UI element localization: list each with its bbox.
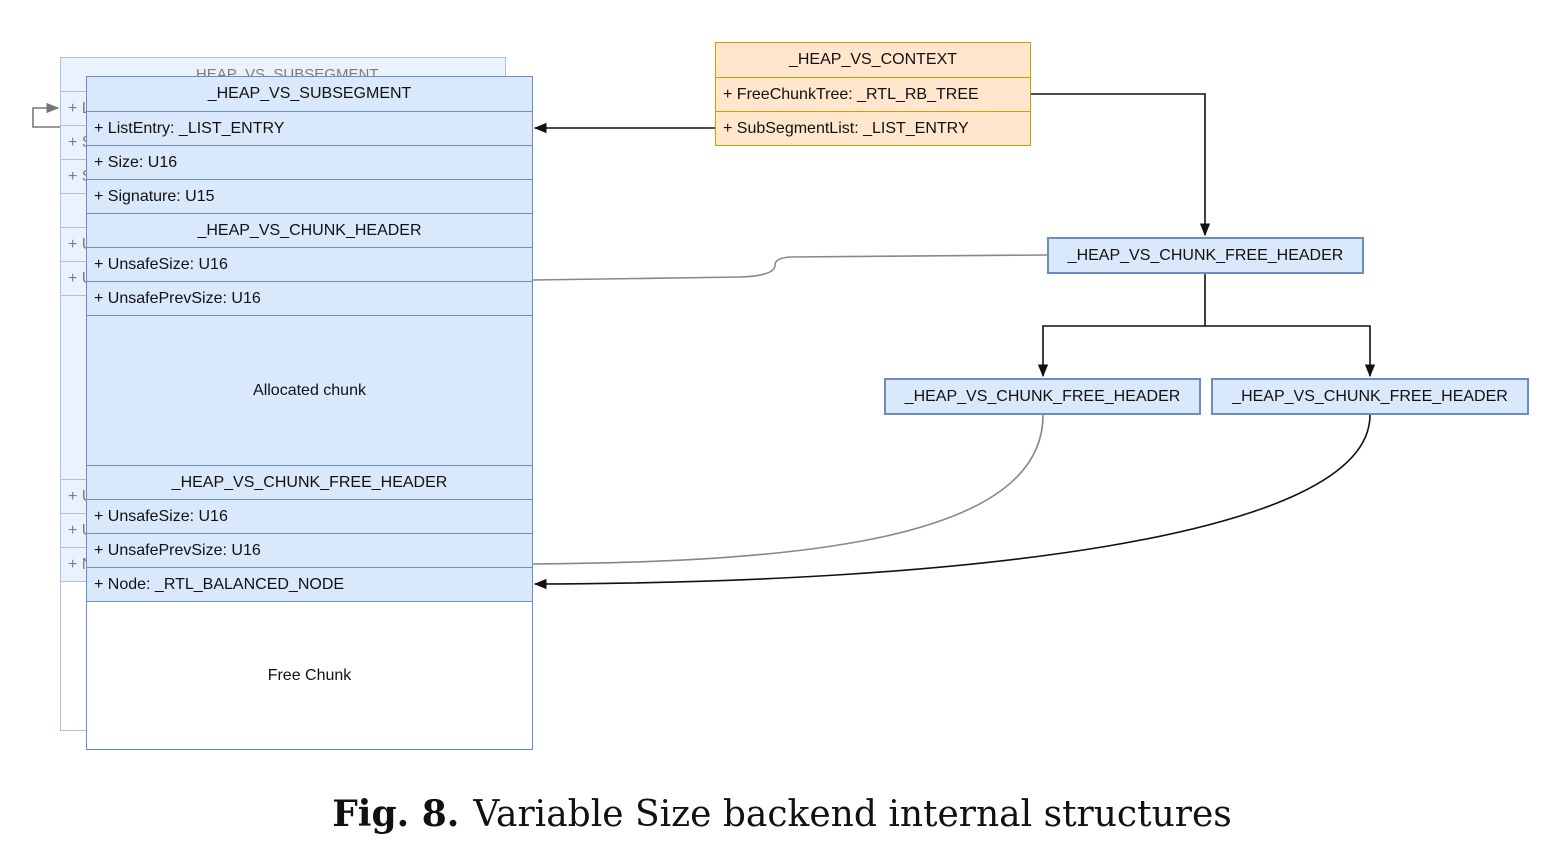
subsegment-field: + Signature: U15 [87,180,532,214]
chunk-header-field: + UnsafePrevSize: U16 [87,282,532,316]
free-chunk: Free Chunk [87,602,532,749]
figure-caption-text: Variable Size backend internal structure… [473,794,1232,835]
free-chunk-tree-edge [1031,93,1211,237]
subsegment: _HEAP_VS_SUBSEGMENT + ListEntry: _LIST_E… [86,76,533,750]
figure-label: Fig. 8. [332,793,460,835]
right-child-edge [533,414,1371,590]
figure-caption: Fig. 8. Variable Size backend internal st… [0,793,1564,835]
tree-left-edge [1037,274,1206,378]
subsegment-field: + ListEntry: _LIST_ENTRY [87,112,532,146]
free-header-field: + UnsafeSize: U16 [87,500,532,534]
context-field: + FreeChunkTree: _RTL_RB_TREE [716,78,1030,112]
subsegment-field: + Size: U16 [87,146,532,180]
tree-right-node: _HEAP_VS_CHUNK_FREE_HEADER [1211,378,1529,415]
free-header-field: + Node: _RTL_BALANCED_NODE [87,568,532,602]
left-child-edge [532,414,1044,565]
root-to-chunk-header-edge [532,254,1048,281]
chunk-header-title: _HEAP_VS_CHUNK_HEADER [87,214,532,248]
heap-vs-context: _HEAP_VS_CONTEXT + FreeChunkTree: _RTL_R… [715,42,1031,146]
list-entry-loop-edge [32,102,60,128]
chunk-header-field: + UnsafeSize: U16 [87,248,532,282]
context-field: + SubSegmentList: _LIST_ENTRY [723,120,969,137]
context-title: _HEAP_VS_CONTEXT [716,43,1030,78]
tree-root-node: _HEAP_VS_CHUNK_FREE_HEADER [1047,237,1364,274]
free-header-field: + UnsafePrevSize: U16 [87,534,532,568]
free-header-title: _HEAP_VS_CHUNK_FREE_HEADER [87,466,532,500]
tree-right-edge [1205,325,1376,378]
tree-left-node: _HEAP_VS_CHUNK_FREE_HEADER [884,378,1201,415]
subsegment-title: _HEAP_VS_SUBSEGMENT [87,77,532,112]
allocated-chunk: Allocated chunk [87,316,532,466]
